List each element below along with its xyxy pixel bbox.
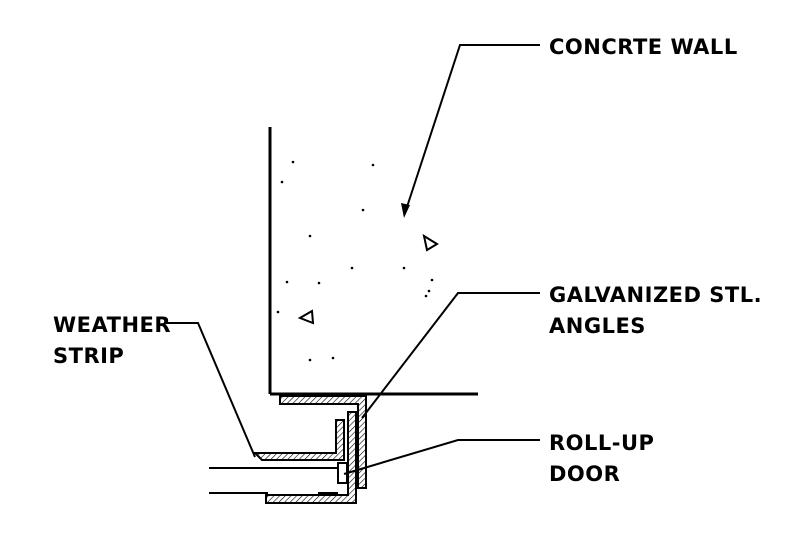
- galvanized-angles-label-line1: GALVANIZED STL.: [549, 283, 762, 307]
- aggregate-triangle: [297, 309, 315, 325]
- weather-strip-label-line2: STRIP: [53, 344, 124, 368]
- galvanized-angles-label-line2: ANGLES: [549, 314, 646, 338]
- concrete-wall-arrowhead: [401, 203, 410, 218]
- concrete-stipple: [276, 160, 434, 362]
- roll-up-door: [209, 462, 348, 494]
- weather-strip-label-line1: WEATHER: [53, 313, 171, 337]
- galvanized-steel-angles: [252, 395, 367, 504]
- galvanized-leader: [361, 292, 540, 419]
- roll-up-door-label-line1: ROLL-UP: [549, 431, 654, 455]
- roll-up-door-label-line2: DOOR: [549, 462, 620, 486]
- roll-up-door-leader: [343, 439, 540, 475]
- concrete-wall-label: CONCRTE WALL: [549, 35, 738, 59]
- concrete-wall-leader: [404, 44, 540, 214]
- weather-strip-leader: [167, 322, 256, 458]
- leader-lines: [167, 44, 540, 475]
- aggregate-triangle: [422, 233, 439, 252]
- concrete-wall: [268, 127, 478, 396]
